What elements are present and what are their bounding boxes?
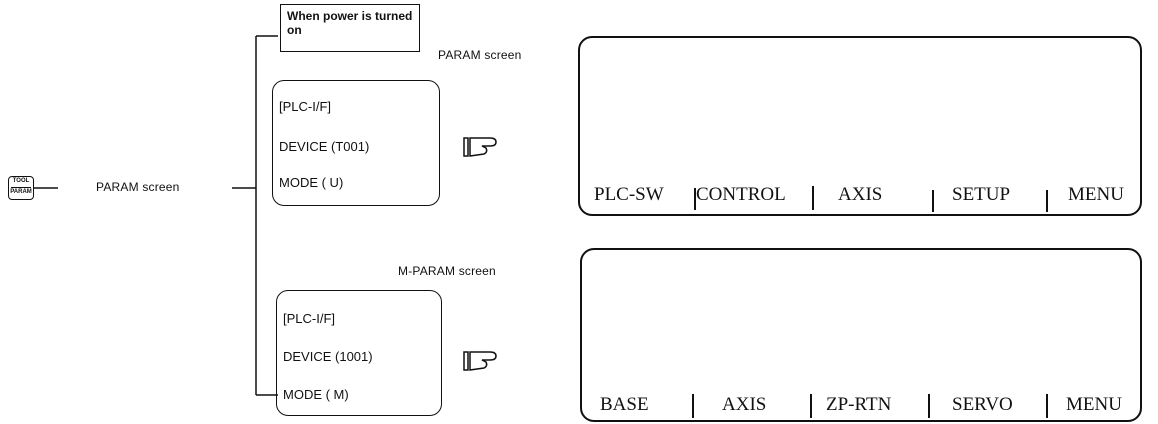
lower-screen-label: M-PARAM screen [398,264,496,278]
key-bottom-label: PARAM [10,189,32,195]
lower-device-box: [PLC-I/F] DEVICE (1001) MODE ( M) [276,290,442,416]
left-param-screen-label: PARAM screen [96,180,180,194]
softkey[interactable]: AXIS [838,184,883,205]
upper-device-line: MODE ( U) [279,175,344,190]
softkey[interactable]: BASE [600,394,649,415]
softkey[interactable]: PLC-SW [594,184,664,205]
key-top-label: TOOL [12,178,30,184]
upper-softkey-row: PLC-SW CONTROL AXIS SETUP MENU [580,184,1140,214]
softkey[interactable]: MENU [1068,184,1124,205]
upper-device-line: DEVICE (T001) [279,139,370,154]
upper-screen-label: PARAM screen [438,48,522,62]
softkey[interactable]: CONTROL [696,184,786,205]
tool-param-key: TOOL PARAM [8,176,34,200]
power-on-note: When power is turned on [280,4,420,52]
upper-device-line: [PLC-I/F] [279,99,332,114]
lower-device-line: [PLC-I/F] [283,311,336,326]
lower-softkey-row: BASE AXIS ZP-RTN SERVO MENU [582,394,1140,420]
upper-screen: PLC-SW CONTROL AXIS SETUP MENU [578,36,1142,216]
softkey[interactable]: SETUP [952,184,1011,205]
softkey[interactable]: ZP-RTN [826,394,892,415]
softkey[interactable]: MENU [1066,394,1122,415]
softkey[interactable]: SERVO [952,394,1013,415]
upper-device-box: [PLC-I/F] DEVICE (T001) MODE ( U) [272,80,440,206]
pointing-hand-icon [462,134,498,163]
lower-device-line: MODE ( M) [283,387,349,402]
lower-screen: BASE AXIS ZP-RTN SERVO MENU [580,248,1142,422]
pointing-hand-icon [462,348,498,377]
lower-device-line: DEVICE (1001) [283,349,373,364]
softkey[interactable]: AXIS [722,394,767,415]
